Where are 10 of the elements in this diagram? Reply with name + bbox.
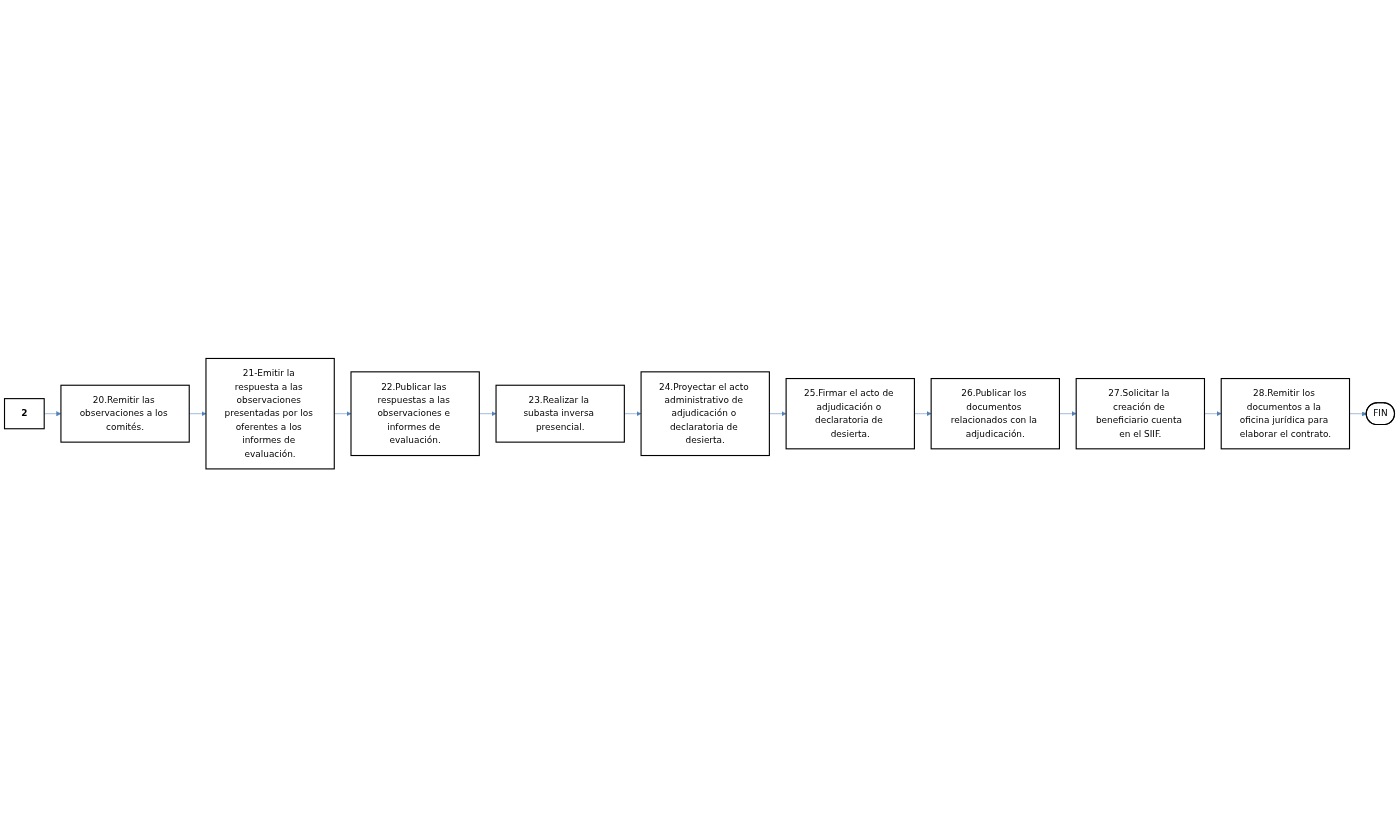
node-box: 28.Remitir los documentos a la oficina jurídica para elaborar el contrato.: [1220, 377, 1351, 450]
node-box: 23.Realizar la subasta inversa presencial.: [495, 384, 625, 443]
node-box: 22.Publicar las respuestas a las observaciones e informes de evaluación.: [350, 371, 480, 456]
node-box: 27.Solicitar la creación de beneficiario cuenta en el SIIF.: [1075, 377, 1206, 450]
node-box: 26.Publicar los documentos relacionados con la adjudicación.: [930, 377, 1060, 450]
node-box: 24.Proyectar el acto administrativo de adjudicación o declaratoria de desierta.: [640, 371, 770, 456]
node-box: 25.Firmar el acto de adjudicación o declaratoria de desierta.: [785, 377, 915, 450]
node-box: 21-Emitir la respuesta a las observaciones presentadas por los oferentes a los informes de evaluación.: [205, 357, 335, 470]
node-box: 2: [3, 397, 45, 430]
node-box: 20.Remitir las observaciones a los comités.: [60, 384, 190, 443]
